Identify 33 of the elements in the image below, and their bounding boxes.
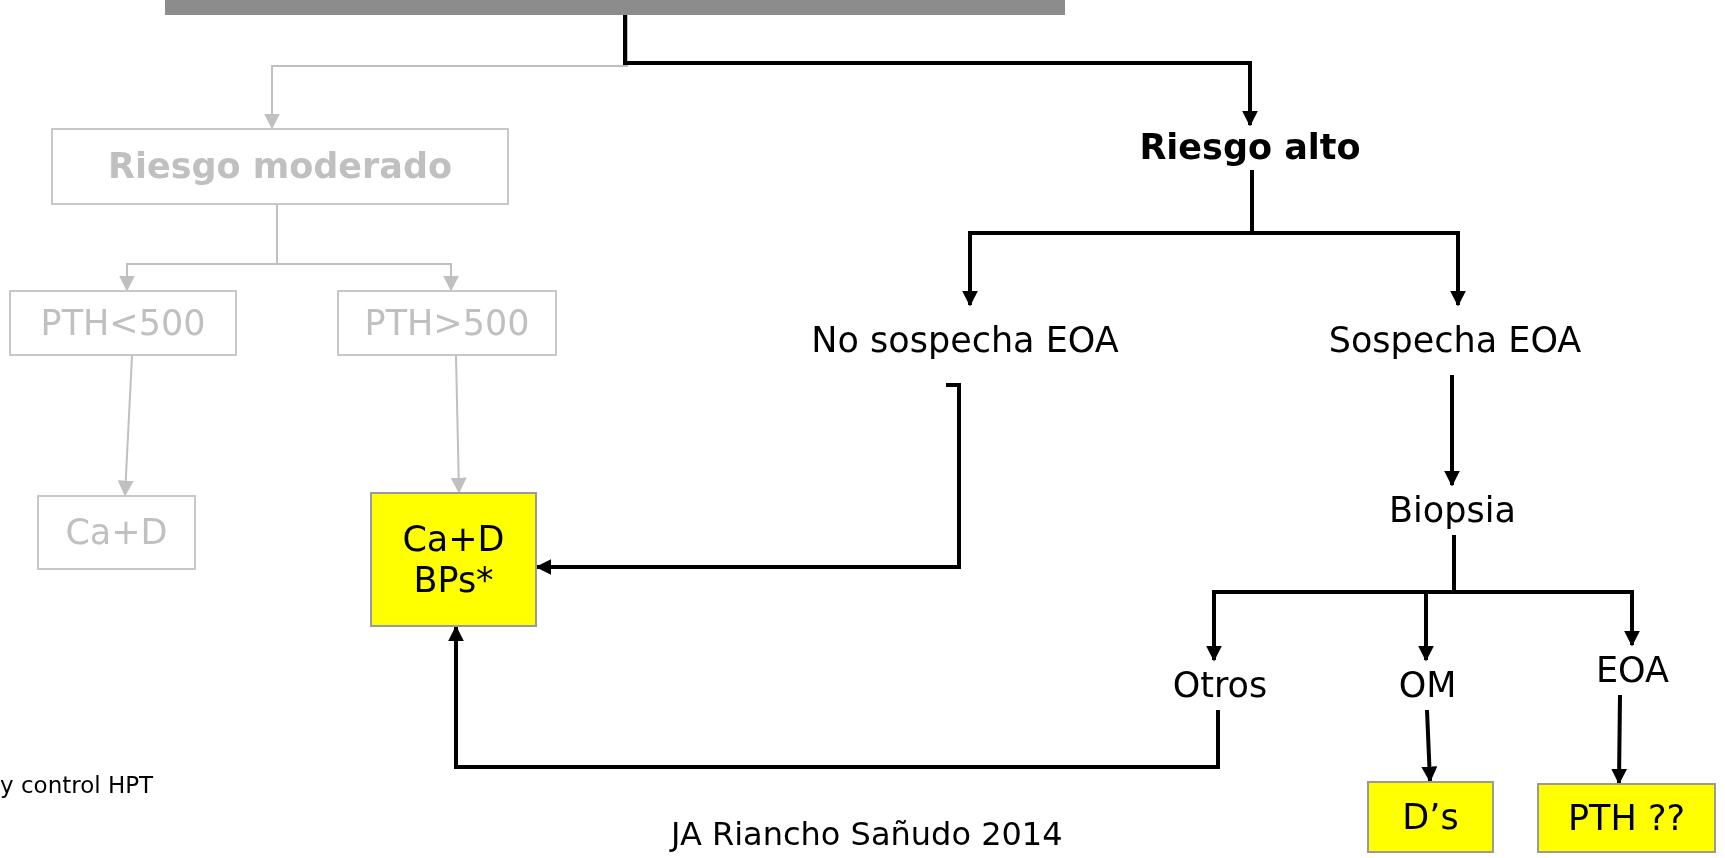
node-text: D’s: [1402, 796, 1459, 838]
node-label: Otros: [1172, 664, 1268, 706]
footnote: y control HPT: [0, 772, 154, 798]
arrow: [1421, 709, 1438, 783]
arrow: [450, 355, 467, 494]
process-box: [37, 495, 196, 570]
arrow: [117, 355, 134, 497]
node-label: OM: [1398, 664, 1457, 706]
node-label: EOA: [1596, 649, 1669, 691]
highlight-box: [370, 492, 537, 627]
arrow: [276, 204, 459, 292]
highlight-box: [1537, 783, 1716, 853]
arrow: [448, 625, 1220, 769]
arrow: [1611, 694, 1628, 785]
node-label: Sospecha EOA: [1328, 319, 1582, 361]
process-box: [51, 128, 509, 205]
process-box: [9, 290, 237, 356]
header-bar: [165, 0, 1065, 15]
arrow: [1444, 375, 1460, 487]
citation: JA Riancho Sañudo 2014: [671, 815, 1063, 853]
node-label: Riesgo alto: [1139, 127, 1361, 168]
node-label: Biopsia: [1389, 489, 1516, 531]
node-text: Ca+D: [65, 512, 168, 553]
arrow: [264, 14, 628, 130]
highlight-box: [1367, 781, 1494, 853]
node-text: PTH>500: [364, 302, 530, 344]
node-text: PTH ??: [1567, 797, 1686, 839]
node-text: Riesgo moderado: [107, 146, 453, 187]
node-label: No sospecha EOA: [811, 319, 1119, 361]
arrow: [623, 15, 1258, 127]
process-box: [337, 290, 557, 356]
node-text: Ca+D BPs*: [401, 519, 506, 600]
node-text: PTH<500: [40, 302, 206, 344]
